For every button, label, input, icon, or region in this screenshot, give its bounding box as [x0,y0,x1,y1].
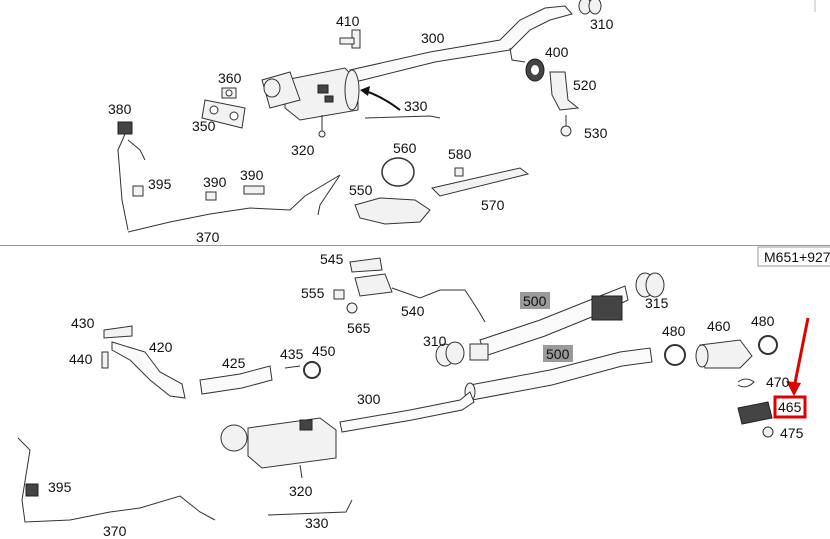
label-300-bottom[interactable]: 300 [357,391,381,407]
pipe-420 [111,341,186,399]
model-code-box [757,246,830,267]
clamp-435 [284,365,301,369]
front-pipe-500a [479,285,629,357]
sensor-380 [117,121,133,231]
label-560[interactable]: 560 [393,140,417,156]
clip-580 [454,167,464,177]
label-300[interactable]: 300 [421,30,445,46]
annotation-arrow [792,317,810,389]
bolt-320 [299,464,303,479]
label-500a[interactable]: 500 [523,293,547,309]
exhaust-pipe-300 [339,391,475,433]
bottom-diagram [17,246,830,523]
label-540[interactable]: 540 [401,303,425,319]
clamp-450 [303,361,321,379]
spring-470 [737,378,755,388]
sensor-395 [25,483,39,497]
label-570[interactable]: 570 [481,197,505,213]
label-370-top[interactable]: 370 [196,229,220,245]
label-390b[interactable]: 390 [240,167,264,183]
label-435[interactable]: 435 [280,346,304,362]
bracket-520 [549,71,580,111]
label-310-bottom[interactable]: 310 [423,333,447,349]
label-395-bottom[interactable]: 395 [48,479,72,495]
label-410[interactable]: 410 [336,13,360,29]
label-450[interactable]: 450 [312,343,336,359]
sensor-module-540 [354,273,393,297]
label-530[interactable]: 530 [584,125,608,141]
label-330-top[interactable]: 330 [404,98,428,114]
label-460[interactable]: 460 [707,318,731,334]
label-565[interactable]: 565 [347,320,371,336]
clip-390b [243,185,265,195]
stud-440 [101,351,109,369]
label-390a[interactable]: 390 [203,174,227,190]
label-400[interactable]: 400 [545,44,569,60]
label-475[interactable]: 475 [780,425,804,441]
label-500b[interactable]: 500 [546,346,570,362]
sensor-330 [267,499,353,516]
top-diagram [117,0,602,233]
clip-410 [339,29,361,49]
bolt-530 [560,115,572,137]
label-315[interactable]: 315 [645,295,669,311]
sleeve-500 [469,343,489,361]
clamp-310 [435,341,465,367]
bolt-475 [762,426,774,438]
gasket-360 [221,87,237,99]
label-420[interactable]: 420 [149,339,173,355]
label-330-bottom[interactable]: 330 [305,515,329,531]
sensor-330 [364,115,441,119]
clamp-315 [635,272,665,298]
label-395-top[interactable]: 395 [148,176,172,192]
label-380[interactable]: 380 [108,101,132,117]
pipe-end-310 [578,0,602,15]
particulate-filter [220,417,337,469]
label-370-bottom[interactable]: 370 [103,523,127,539]
hanger-465 [737,401,773,425]
particulate-filter [261,67,360,121]
pipe-425 [199,365,273,395]
label-360[interactable]: 360 [218,70,242,86]
label-430[interactable]: 430 [71,315,95,331]
label-425[interactable]: 425 [222,355,246,371]
mount-400 [525,58,545,82]
bolt-565 [346,302,358,314]
wiring-370 [127,174,341,233]
clamp-560 [381,157,415,187]
heat-shield-550 [354,197,431,225]
gasket-350 [201,99,246,129]
catalyst-500 [591,295,623,321]
clamp-480a [664,344,686,366]
nut-555 [333,289,345,300]
bolt-320 [318,115,326,138]
label-350[interactable]: 350 [192,118,216,134]
label-470[interactable]: 470 [766,374,790,390]
label-465[interactable]: 465 [778,399,802,415]
label-480b[interactable]: 480 [751,313,775,329]
label-320-bottom[interactable]: 320 [289,483,313,499]
label-310[interactable]: 310 [590,16,614,32]
heat-shield-570 [431,167,530,197]
label-440[interactable]: 440 [69,351,93,367]
exhaust-pipe-300 [349,5,573,83]
label-545[interactable]: 545 [320,251,344,267]
gasket-430 [103,325,133,339]
wiring-370 [17,437,216,523]
label-555[interactable]: 555 [301,285,325,301]
label-520[interactable]: 520 [573,77,597,93]
label-480a[interactable]: 480 [662,323,686,339]
clamp-480b [758,335,778,355]
highlight-box-465 [773,395,807,419]
label-580[interactable]: 580 [448,146,472,162]
clip-390a [205,191,217,201]
rear-pipe-500b [469,347,653,401]
model-code: M651+927 [764,249,830,265]
label-550[interactable]: 550 [349,182,373,198]
bracket-545 [349,257,383,273]
clip-395 [132,185,144,197]
label-320-top[interactable]: 320 [291,142,315,158]
